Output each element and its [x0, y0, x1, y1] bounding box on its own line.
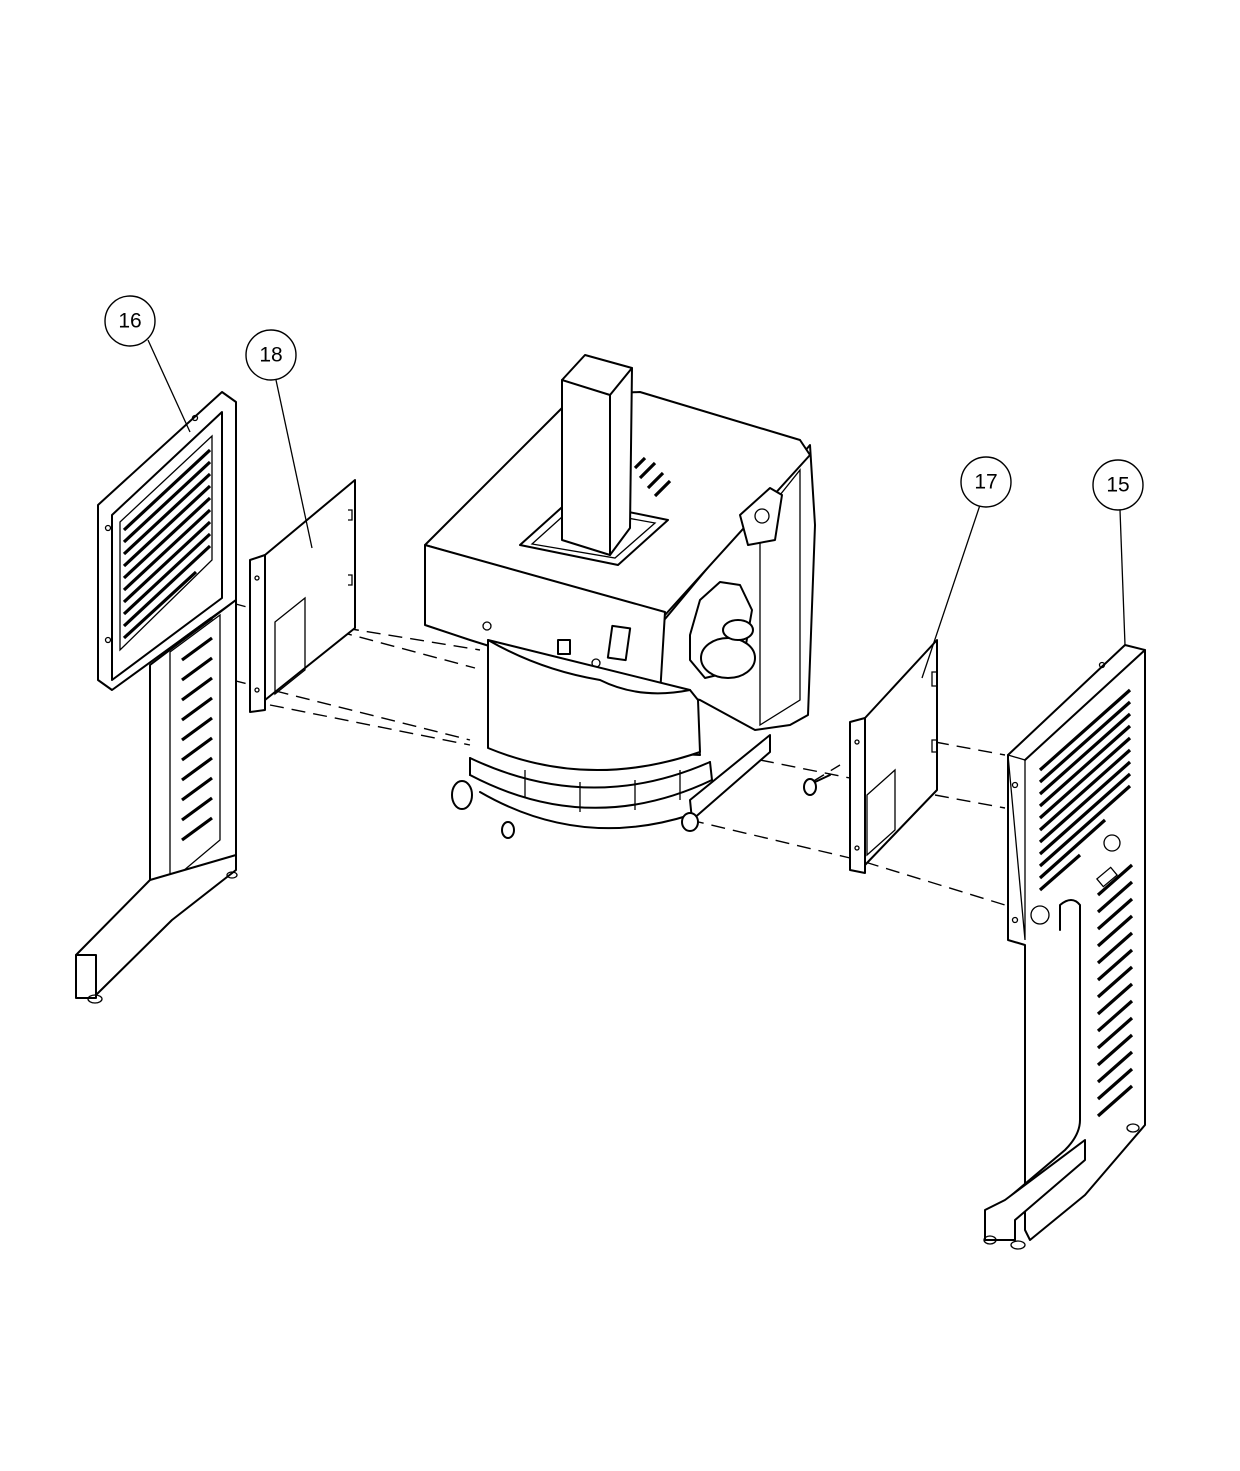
assembly-lines	[231, 602, 1006, 906]
right-side-panel	[849, 639, 938, 874]
side-knob	[689, 581, 756, 679]
right-frame-upper-slats	[1038, 688, 1132, 892]
callout-15-label: 15	[1106, 474, 1129, 497]
callout-18-circle	[245, 329, 297, 381]
left-column-vent-slats	[181, 616, 213, 842]
bowl-housing	[451, 639, 771, 839]
callout-15-circle	[1092, 459, 1144, 511]
machine-body	[424, 354, 816, 839]
callout-16-label: 16	[118, 310, 141, 333]
callout-17: 17	[921, 456, 1012, 679]
left-frame-vent-slats	[122, 448, 212, 640]
left-leg-frame	[75, 391, 238, 1004]
callout-18-label: 18	[259, 344, 282, 367]
top-vent-slots	[633, 456, 672, 498]
left-side-panel	[249, 479, 356, 713]
callout-16: 16	[104, 295, 191, 433]
callout-16-circle	[104, 295, 156, 347]
callout-17-circle	[960, 456, 1012, 508]
screw	[803, 774, 831, 796]
callout-17-label: 17	[974, 471, 997, 494]
callout-18: 18	[245, 329, 313, 549]
callout-15: 15	[1092, 459, 1144, 646]
right-column-slats	[1096, 863, 1134, 1118]
right-leg-frame	[983, 644, 1146, 1250]
